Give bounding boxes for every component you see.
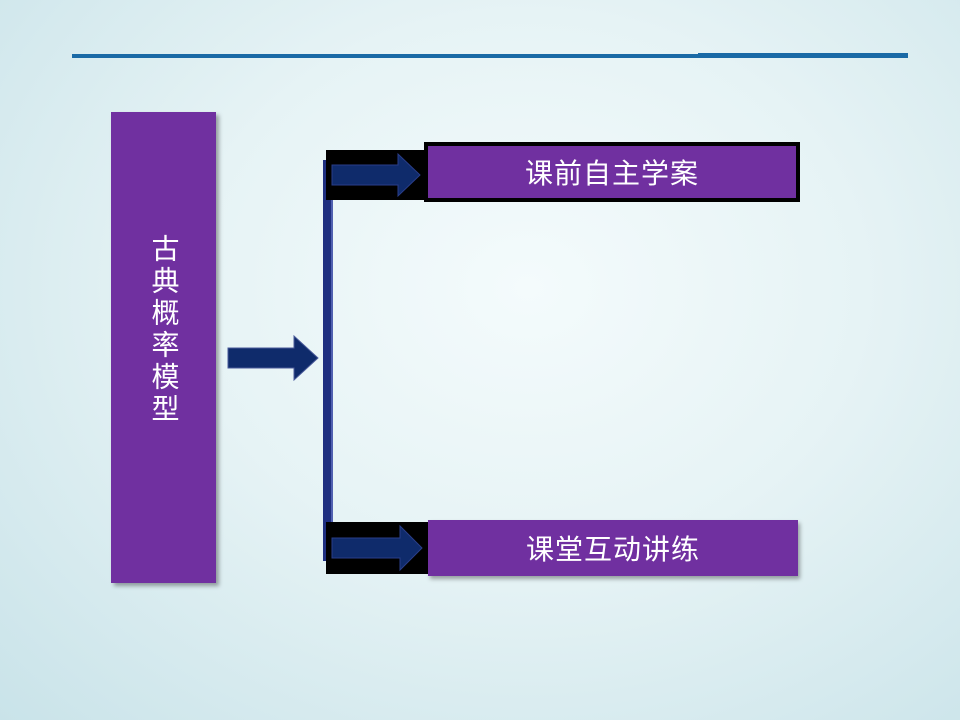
branch-arrow-icon: [326, 150, 426, 200]
main-topic-box[interactable]: 古典概率模型: [111, 112, 216, 583]
branch-arrow-icon: [326, 522, 428, 574]
branch-box-preclass[interactable]: 课前自主学案: [424, 142, 800, 202]
branch-label-inclass: 课堂互动讲练: [525, 533, 700, 566]
main-arrow-icon: [227, 334, 319, 382]
top-divider-line: [72, 54, 908, 58]
branch-box-inclass[interactable]: 课堂互动讲练: [428, 520, 798, 576]
top-divider-line-accent: [698, 53, 908, 57]
branch-label-preclass: 课前自主学案: [524, 157, 699, 190]
bracket-connector: [323, 160, 331, 561]
main-topic-label: 古典概率模型: [147, 233, 181, 426]
